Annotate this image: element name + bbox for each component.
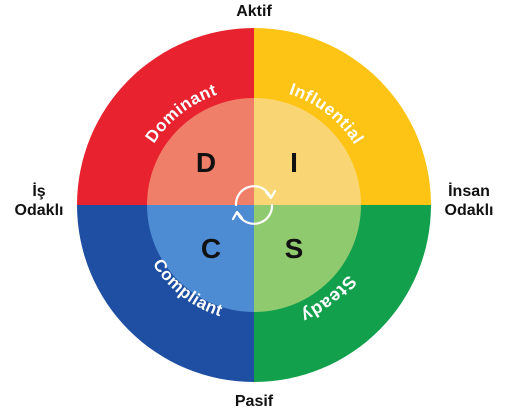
axis-label-is-line2: Odaklı	[14, 202, 64, 219]
quadrant-s-inner	[254, 205, 361, 312]
quadrant-i-inner	[254, 98, 361, 205]
axis-label-aktif: Aktif	[236, 3, 272, 20]
axis-label-is-line1: İş	[32, 183, 46, 200]
quadrant-letter-d: D	[196, 147, 216, 178]
quadrant-letter-i: I	[290, 147, 298, 178]
quadrant-letter-c: C	[201, 233, 221, 264]
axis-label-insan-odakli: İnsan Odaklı	[430, 182, 508, 220]
axis-label-insan-line2: Odaklı	[444, 202, 494, 219]
quadrant-letter-s: S	[285, 233, 304, 264]
quadrant-d-inner	[147, 98, 254, 205]
cycle-arrows-icon	[231, 185, 277, 225]
axis-label-is-odakli: İş Odaklı	[2, 182, 76, 220]
axis-label-insan-line1: İnsan	[448, 183, 490, 200]
quadrant-c-inner	[147, 205, 254, 312]
axis-label-pasif: Pasif	[234, 393, 274, 410]
